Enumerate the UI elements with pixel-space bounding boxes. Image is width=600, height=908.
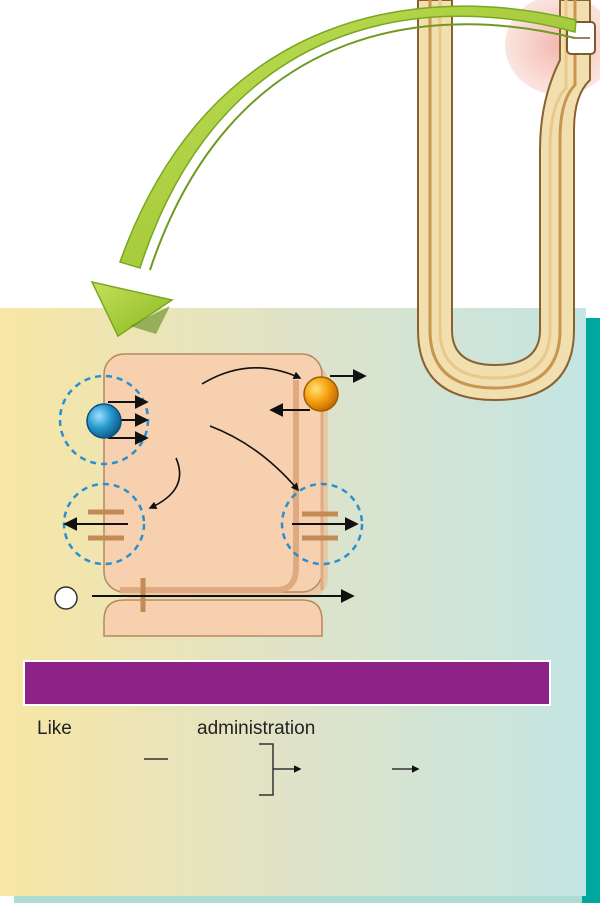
bracket-arrow [259,743,302,796]
like-label: Like [37,718,72,739]
intracellular-arrows [148,367,302,510]
orange-pump-group [269,369,367,590]
blue-transporter-group [58,374,150,466]
lower-cell [103,599,323,637]
administration-label: administration [197,718,316,739]
zoom-arrow [90,5,577,338]
white-circle-molecule [54,586,78,610]
right-channel-group [280,482,364,566]
epithelial-cell [103,353,328,598]
orange-sphere-pump [303,376,339,412]
title-banner [23,660,551,706]
left-channel-group [62,482,146,566]
blue-sphere-transporter [86,403,122,439]
